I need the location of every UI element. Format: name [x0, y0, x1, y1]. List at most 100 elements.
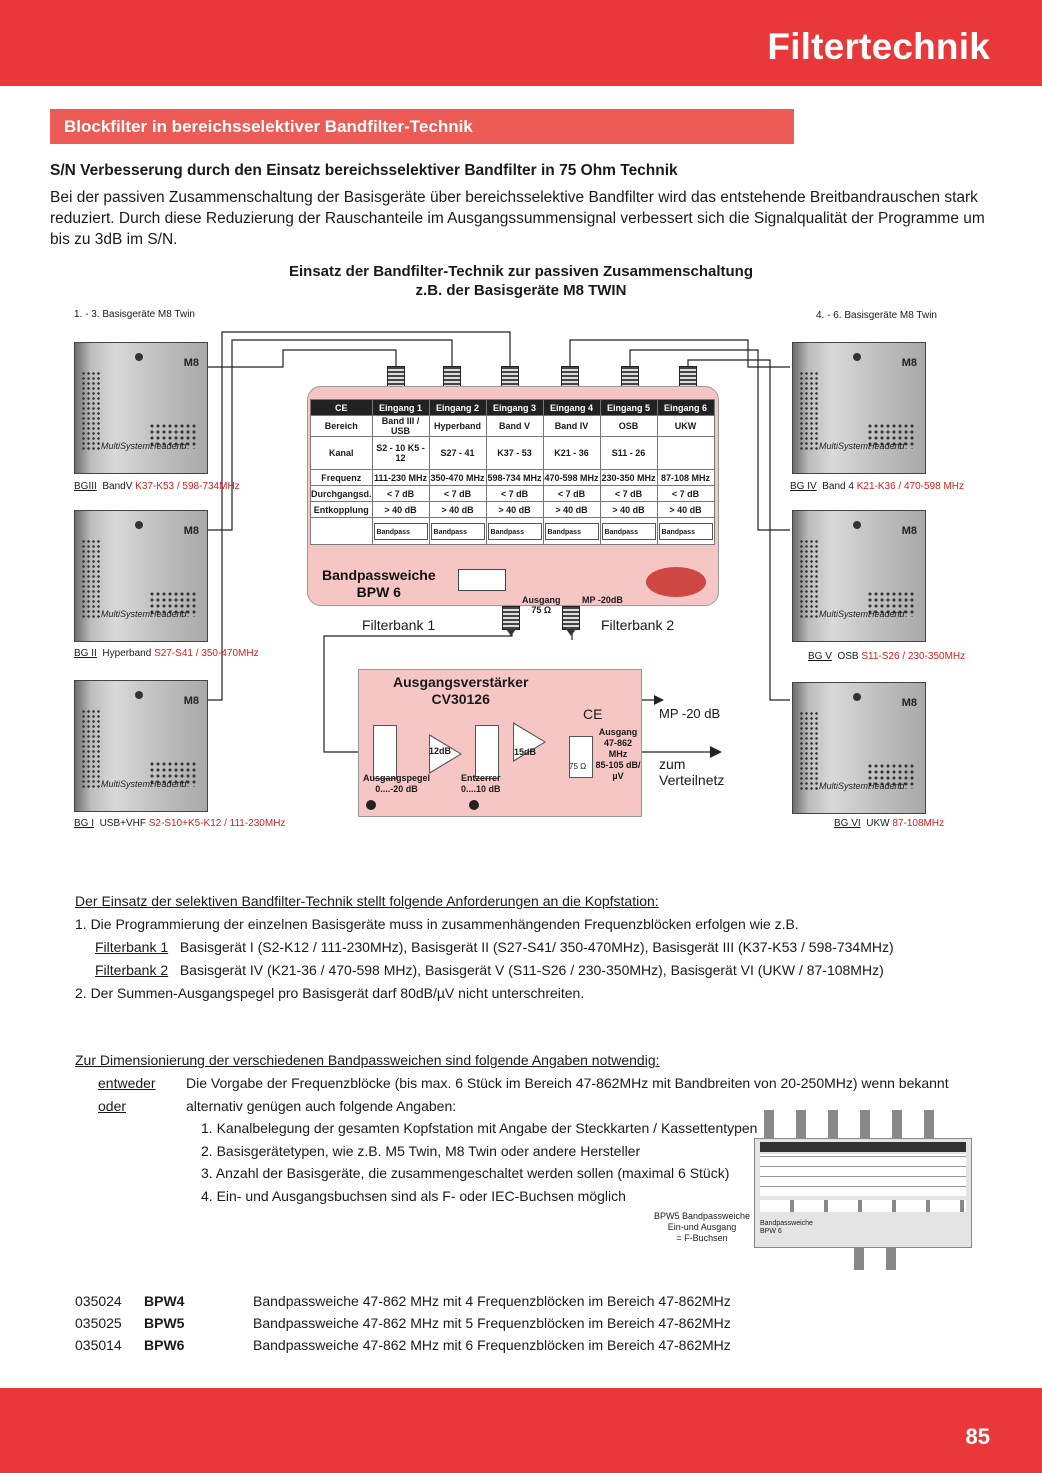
dimension-heading: Zur Dimensionierung der verschiedenen Ba…	[75, 1052, 660, 1068]
vent-pattern	[799, 371, 819, 451]
power-led-icon	[853, 353, 861, 361]
manufacturer-logo	[646, 567, 706, 597]
power-led-icon	[135, 691, 143, 699]
bpw-measure-point: MP -20dB	[582, 595, 623, 605]
device-label-bg-i: BG I USB+VHF S2-S10+K5-K12 / 111-230MHz	[74, 818, 286, 829]
bandpass-filter-icon: Bandpass	[430, 522, 485, 540]
bandpass-filter-icon: Bandpass	[487, 522, 542, 540]
product-code: 035024	[75, 1293, 122, 1309]
section-title-bar: Blockfilter in bereichsselektiver Bandfi…	[50, 109, 794, 144]
entweder-label: entweder	[98, 1075, 156, 1091]
power-led-icon	[135, 521, 143, 529]
dimension-item-2: 2. Basisgerätetypen, wie z.B. M5 Twin, M…	[201, 1143, 641, 1159]
bandpass-filter-icon: Bandpass	[373, 522, 428, 540]
device-brand: M8	[183, 695, 199, 707]
product-code: 035025	[75, 1315, 122, 1331]
header-bar	[0, 0, 1042, 86]
output-impedance: 75 Ω	[569, 762, 587, 771]
thumb-caption: BPW5 Bandpassweiche Ein-und Ausgang = F-…	[653, 1211, 751, 1243]
measure-point-label: MP -20 dB	[659, 706, 721, 721]
product-desc: Bandpassweiche 47-862 MHz mit 6 Frequenz…	[253, 1337, 731, 1353]
product-code: 035014	[75, 1337, 122, 1353]
dimension-item-4: 4. Ein- und Ausgangsbuchsen sind als F- …	[201, 1188, 626, 1204]
device-brand: M8	[183, 525, 199, 537]
diagram-title-line2: z.B. der Basisgeräte M8 TWIN	[415, 282, 627, 299]
diagram-title: Einsatz der Bandfilter-Technik zur passi…	[200, 262, 842, 300]
device-bg-i: M8 MultiSystemHeadend	[74, 680, 208, 812]
device-bg-ii: M8 MultiSystemHeadend	[74, 510, 208, 642]
device-bg-iii: M8 MultiSystemHeadend	[74, 342, 208, 474]
speaker-grill	[867, 423, 915, 449]
equalizer-icon	[475, 725, 499, 779]
distribution-net-label: zum Verteilnetz	[659, 756, 725, 788]
device-brand: M8	[901, 697, 917, 709]
device-signature: MultiSystemHeadend	[101, 441, 187, 451]
device-label-bg-iii: BGIII BandV K37-K53 / 598-734MHz	[74, 481, 240, 492]
oder-text: alternativ genügen auch folgende Angaben…	[186, 1098, 457, 1114]
device-brand: M8	[183, 357, 199, 369]
device-bg-v: M8 MultiSystemHeadend	[792, 510, 926, 642]
vent-pattern	[799, 539, 819, 619]
bandpass-filter-icon: Bandpass	[658, 522, 713, 540]
product-name: BPW4	[144, 1293, 185, 1309]
vent-pattern	[81, 539, 101, 619]
device-label-bg-ii: BG II Hyperband S27-S41 / 350-470MHz	[74, 648, 259, 659]
footer-bar	[0, 1388, 1042, 1473]
power-led-icon	[135, 353, 143, 361]
vent-pattern	[81, 709, 101, 789]
bpw5-product-image: Bandpassweiche BPW 6	[754, 1110, 972, 1270]
intro-paragraph: Bei der passiven Zusammenschaltung der B…	[50, 189, 985, 248]
requirement-2: 2. Der Summen-Ausgangspegel pro Basisger…	[75, 985, 585, 1001]
gain-stage-1: 12dB	[429, 746, 452, 756]
device-signature: MultiSystemHeadend	[819, 441, 905, 451]
thumb-bpw-name: Bandpassweiche BPW 6	[760, 1220, 813, 1235]
page-title: Filtertechnik	[767, 26, 990, 67]
amplifier-box: Ausgangsverstärker CV30126 12dB 15dB Aus…	[358, 669, 642, 817]
speaker-grill	[149, 761, 197, 787]
device-bg-iv: M8 MultiSystemHeadend	[792, 342, 926, 474]
filterbank-2-label: Filterbank 2	[601, 617, 675, 633]
left-devices-caption: 1. - 3. Basisgeräte M8 Twin	[74, 309, 195, 320]
device-bg-vi: M8 MultiSystemHeadend	[792, 682, 926, 814]
ce-mark: CE	[583, 706, 603, 722]
bandpass-spec-table: CE Eingang 1 Eingang 2 Eingang 3 Eingang…	[310, 399, 715, 545]
device-signature: MultiSystemHeadend	[101, 779, 187, 789]
filterbank-1-label: Filterbank 1	[362, 617, 436, 633]
amp-output-spec: Ausgang 47-862 MHz 85-105 dB/µV	[595, 727, 641, 781]
product-desc: Bandpassweiche 47-862 MHz mit 4 Frequenz…	[253, 1293, 731, 1309]
oder-label: oder	[98, 1098, 127, 1114]
output-connector-1	[502, 606, 520, 636]
device-signature: MultiSystemHeadend	[101, 609, 187, 619]
bandpass-filter-icon: Bandpass	[544, 522, 599, 540]
filterbank-2-row: Filterbank 2 Basisgerät IV (K21-36 / 470…	[95, 962, 884, 978]
output-connector-2	[562, 606, 580, 636]
intro-heading: S/N Verbesserung durch den Einsatz berei…	[50, 162, 678, 179]
device-signature: MultiSystemHeadend	[819, 781, 905, 791]
speaker-grill	[867, 763, 915, 789]
output-connector-icon	[569, 736, 593, 778]
product-name: BPW5	[144, 1315, 185, 1331]
gain-stage-2: 15dB	[514, 747, 537, 757]
section-title: Blockfilter in bereichsselektiver Bandfi…	[64, 117, 473, 136]
device-label-bg-v: BG V OSB S11-S26 / 230-350MHz	[808, 651, 966, 662]
speaker-grill	[867, 591, 915, 617]
dimension-item-3: 3. Anzahl der Basisgeräte, die zusammeng…	[201, 1165, 730, 1181]
output-level-control: Ausgangspegel 0....-20 dB	[363, 773, 431, 794]
device-brand: M8	[901, 525, 917, 537]
speaker-grill	[149, 591, 197, 617]
product-desc: Bandpassweiche 47-862 MHz mit 5 Frequenz…	[253, 1315, 731, 1331]
adjust-knob-icon	[469, 800, 479, 810]
speaker-grill	[149, 423, 197, 449]
right-devices-caption: 4. - 6. Basisgeräte M8 Twin	[816, 310, 937, 321]
bpw-output-label: Ausgang 75 Ω	[522, 595, 561, 615]
bandpass-filter-icon: Bandpass	[601, 522, 656, 540]
page-number: 85	[965, 1424, 990, 1449]
requirements-heading: Der Einsatz der selektiven Bandfilter-Te…	[75, 893, 659, 909]
f-connector-icons	[764, 1110, 954, 1138]
vent-pattern	[799, 711, 819, 791]
coupler-icon	[458, 569, 506, 591]
equalizer-control: Entzerrer 0....10 dB	[461, 773, 501, 794]
adjust-knob-icon	[366, 800, 376, 810]
device-brand: M8	[901, 357, 917, 369]
device-label-bg-iv: BG IV Band 4 K21-K36 / 470-598 MHz	[790, 481, 965, 492]
